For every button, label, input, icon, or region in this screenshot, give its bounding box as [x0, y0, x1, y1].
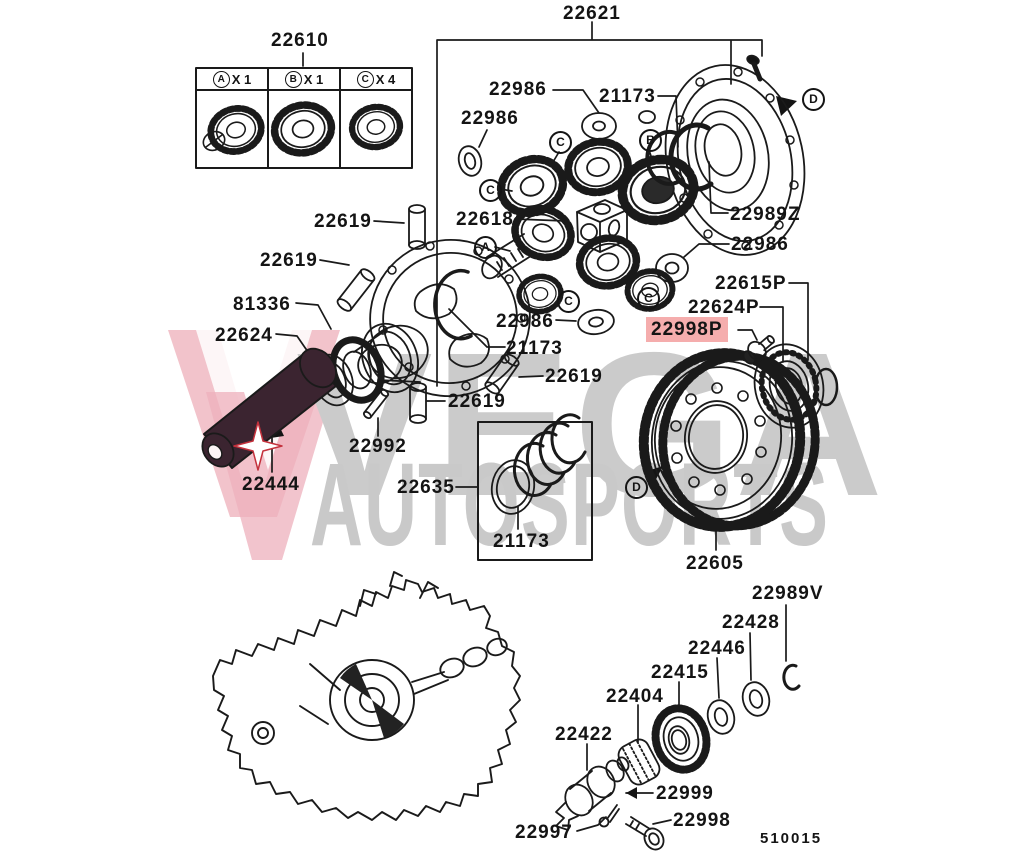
legend-box — [195, 67, 413, 169]
part-label-22446[interactable]: 22446 — [688, 638, 746, 659]
pinion-shaft-block — [576, 199, 628, 253]
o-ring-icon — [813, 367, 839, 407]
part-label-81336[interactable]: 81336 — [233, 294, 291, 315]
part-label-22619[interactable]: 22619 — [545, 366, 603, 387]
part-label-22624[interactable]: 22624 — [215, 325, 273, 346]
part-label-22605[interactable]: 22605 — [686, 553, 744, 574]
part-label-22998P[interactable]: 22998P — [646, 317, 728, 342]
lock-pins — [336, 204, 520, 424]
leader-lines — [271, 21, 809, 832]
part-label-22619[interactable]: 22619 — [260, 250, 318, 271]
transaxle-case-drawing — [212, 571, 521, 821]
carrier-snap-ring — [433, 268, 473, 341]
part-label-22986[interactable]: 22986 — [496, 311, 554, 332]
diff-cover-flange — [664, 54, 806, 256]
part-label-22998[interactable]: 22998 — [673, 810, 731, 831]
part-label-22422[interactable]: 22422 — [555, 724, 613, 745]
sleeve-shaft — [555, 756, 630, 831]
part-label-22999[interactable]: 22999 — [656, 783, 714, 804]
diagram-code: 510015 — [760, 830, 823, 847]
legend-qty: X 1 — [231, 71, 252, 87]
drain-bolt-icon — [625, 816, 665, 851]
part-label-22615P[interactable]: 22615P — [715, 273, 787, 294]
part-label-22989V[interactable]: 22989V — [752, 583, 824, 604]
sparkle-star-icon — [233, 421, 283, 471]
part-label-21173[interactable]: 21173 — [506, 338, 563, 359]
part-label-22986[interactable]: 22986 — [731, 234, 789, 255]
part-label-22621[interactable]: 22621 — [563, 3, 621, 24]
part-label-22444[interactable]: 22444 — [242, 474, 300, 495]
part-label-22635[interactable]: 22635 — [397, 477, 455, 498]
watermark-text-sub: AUTOSPORTS — [310, 439, 830, 571]
pinion-bearing — [742, 335, 839, 429]
part-label-22624P[interactable]: 22624P — [688, 297, 760, 318]
part-label-22415[interactable]: 22415 — [651, 662, 709, 683]
pinion-gear-icon — [349, 104, 402, 150]
cotter-pin-icon — [598, 804, 620, 828]
side-bearing-snap-ring — [668, 122, 714, 192]
part-label-22992[interactable]: 22992 — [349, 436, 407, 457]
part-label-22619[interactable]: 22619 — [314, 211, 372, 232]
roller-cage — [617, 738, 661, 786]
governor-gear-set — [555, 663, 801, 851]
part-label-22610[interactable]: 22610 — [271, 30, 329, 51]
part-label-22989Z[interactable]: 22989Z — [730, 204, 801, 225]
part-label-22997[interactable]: 22997 — [515, 822, 573, 843]
part-label-22618[interactable]: 22618 — [456, 209, 514, 230]
stud-bolt-icon — [742, 335, 775, 365]
spider-gear-cluster — [457, 110, 714, 336]
driven-gear — [651, 704, 711, 774]
legend-letter-icon: C — [356, 70, 374, 88]
part-label-22619[interactable]: 22619 — [448, 391, 506, 412]
part-label-22428[interactable]: 22428 — [722, 612, 780, 633]
legend-qty: X 1 — [303, 71, 324, 87]
part-label-21173[interactable]: 21173 — [493, 531, 550, 552]
spring-washer-kit-box — [477, 413, 593, 561]
part-label-22986[interactable]: 22986 — [489, 79, 547, 100]
side-gear-icon — [206, 103, 266, 157]
c-clip-icon — [782, 663, 801, 691]
output-shaft — [201, 347, 337, 471]
legend-letter-icon: A — [212, 70, 230, 88]
part-label-22986[interactable]: 22986 — [461, 108, 519, 129]
bevel-gear-icon — [271, 101, 335, 158]
part-label-22404[interactable]: 22404 — [606, 686, 664, 707]
part-label-21173[interactable]: 21173 — [599, 86, 656, 107]
legend-qty: X 4 — [375, 71, 396, 87]
legend-letter-icon: B — [284, 70, 302, 88]
